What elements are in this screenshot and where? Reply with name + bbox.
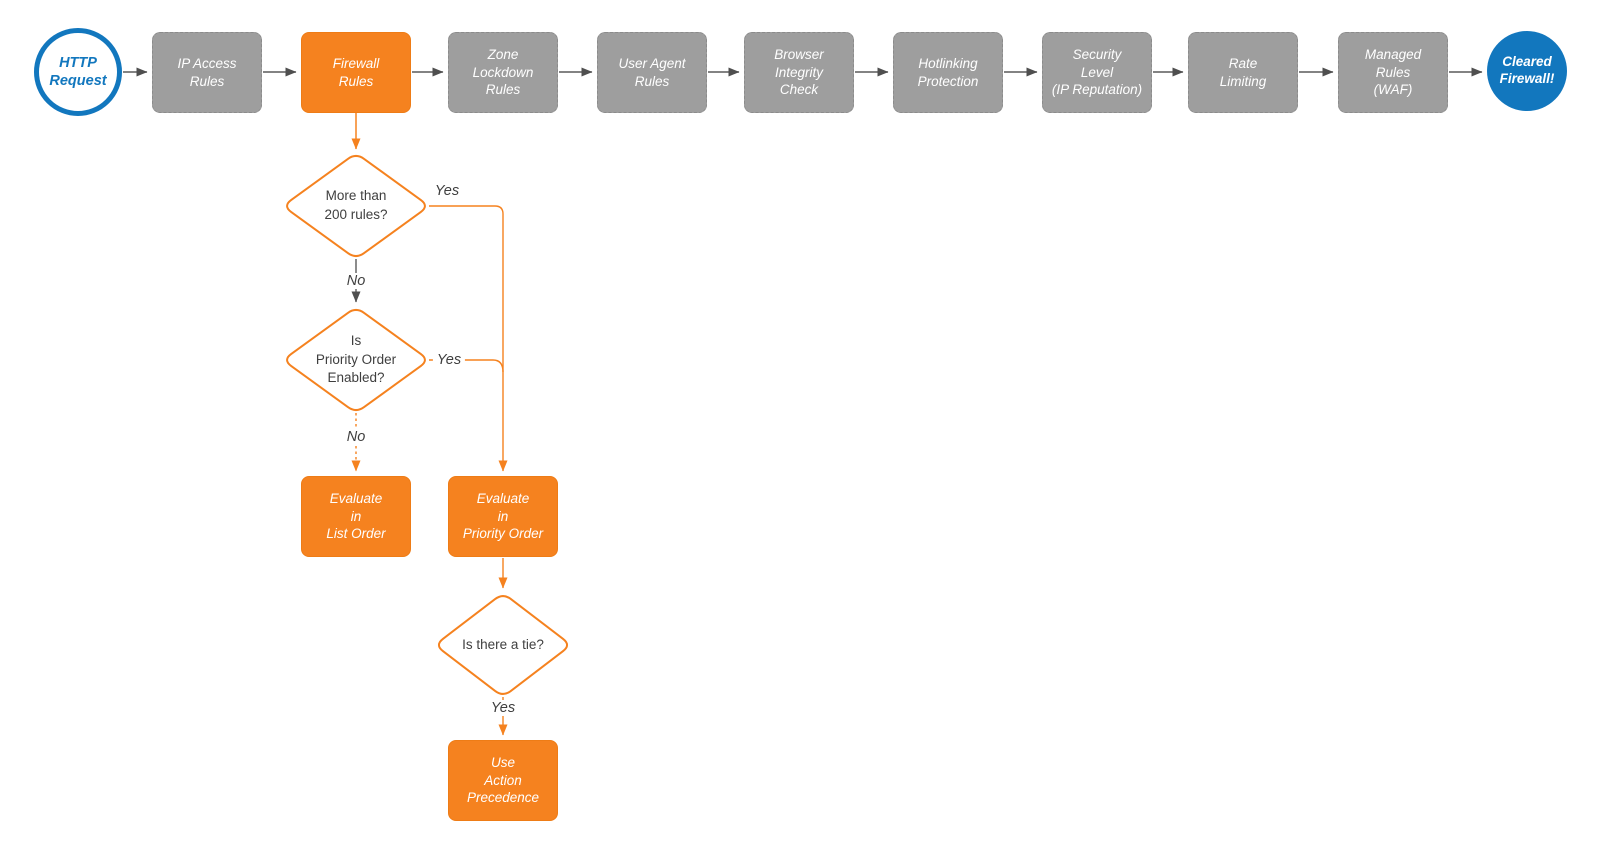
decision-label: More than 200 rules? — [324, 188, 388, 222]
step-label: Security Level (IP Reputation) — [1051, 46, 1143, 98]
node-http-request: HTTP Request — [34, 28, 122, 116]
path-decision-more-rules-yes-to-priority-order — [429, 205, 508, 472]
action-evaluate-in-list-order: Evaluate in List Order — [301, 476, 411, 557]
node-cleared-firewall-label: Cleared Firewall! — [1499, 54, 1555, 86]
decision-label: Is Priority Order Enabled? — [315, 333, 397, 386]
decision-priority-order-enabled: Is Priority Order Enabled? — [291, 330, 421, 390]
step-label: Zone Lockdown Rules — [472, 46, 534, 98]
action-use-action-precedence: Use Action Precedence — [448, 740, 558, 821]
decision-more-than-200-rules-shape — [286, 154, 426, 258]
step-label: Firewall Rules — [332, 55, 380, 89]
step-hotlinking-protection: Hotlinking Protection — [893, 32, 1003, 113]
action-evaluate-in-priority-order: Evaluate in Priority Order — [448, 476, 558, 557]
edge-label-yes-tie: Yes — [486, 700, 520, 716]
step-ip-access-rules: IP Access Rules — [152, 32, 262, 113]
path-decision-priority-yes-join — [429, 359, 504, 373]
node-cleared-firewall: Cleared Firewall! — [1487, 31, 1567, 111]
node-http-request-label: HTTP Request — [49, 54, 107, 89]
decision-is-there-a-tie: Is there a tie? — [438, 632, 568, 658]
step-rate-limiting: Rate Limiting — [1188, 32, 1298, 113]
step-zone-lockdown-rules: Zone Lockdown Rules — [448, 32, 558, 113]
step-label: User Agent Rules — [618, 55, 686, 89]
edge-label-yes-priority: Yes — [432, 352, 466, 368]
step-managed-rules-waf: Managed Rules (WAF) — [1338, 32, 1448, 113]
action-label: Use Action Precedence — [466, 754, 540, 806]
action-label: Evaluate in List Order — [326, 490, 386, 542]
step-label: IP Access Rules — [177, 55, 237, 89]
step-label: Hotlinking Protection — [917, 55, 979, 89]
step-security-level: Security Level (IP Reputation) — [1042, 32, 1152, 113]
edge-label-no-more-rules: No — [342, 273, 370, 289]
edge-label-yes-more-rules: Yes — [430, 183, 464, 199]
edge-label-no-priority: No — [342, 429, 370, 445]
step-user-agent-rules: User Agent Rules — [597, 32, 707, 113]
step-firewall-rules: Firewall Rules — [301, 32, 411, 113]
step-label: Rate Limiting — [1219, 55, 1267, 89]
step-label: Managed Rules (WAF) — [1364, 46, 1422, 98]
step-label: Browser Integrity Check — [774, 46, 824, 98]
action-label: Evaluate in Priority Order — [462, 490, 544, 542]
step-browser-integrity-check: Browser Integrity Check — [744, 32, 854, 113]
decision-label: Is there a tie? — [462, 636, 544, 652]
decision-more-than-200-rules: More than 200 rules? — [291, 178, 421, 234]
decision-priority-order-enabled-shape — [286, 308, 426, 412]
decision-is-there-a-tie-shape — [437, 595, 569, 695]
